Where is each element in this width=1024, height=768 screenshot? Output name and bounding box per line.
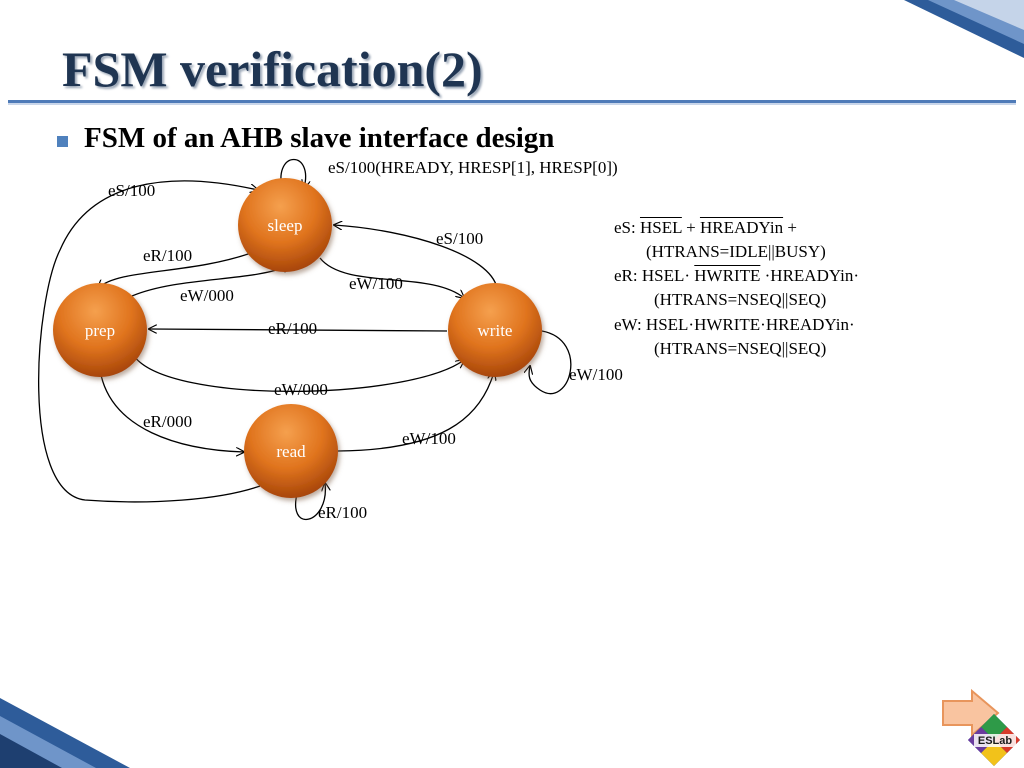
corner-decoration-bottom-left (0, 698, 130, 768)
state-sleep (238, 178, 332, 272)
state-write (448, 283, 542, 377)
label-read-self: eR/100 (318, 503, 367, 522)
condition-es-line2: (HTRANS=IDLE||BUSY) (646, 242, 826, 261)
label-sleep-to-write: eW/100 (349, 274, 403, 293)
label-sleep-self: eS/100(HREADY, HRESP[1], HRESP[0]) (328, 158, 618, 177)
label-read-to-sleep: eS/100 (108, 181, 155, 200)
condition-es-hready: HREADYin (699, 218, 784, 237)
label-prep-to-read: eR/000 (143, 412, 192, 431)
edge-prep-to-write (133, 355, 464, 393)
condition-er-line1: eR: HSEL· HWRITE ·HREADYin· (614, 266, 859, 286)
edge-read-self (295, 483, 326, 520)
state-prep (53, 283, 147, 377)
eslab-logo: ESLab (968, 714, 1020, 766)
state-read-label: read (276, 442, 306, 461)
label-sleep-to-prep: eR/100 (143, 246, 192, 265)
condition-es-line1: eS: HSEL + HREADYin + (614, 218, 797, 238)
condition-ew-line2: (HTRANS=NSEQ||SEQ) (654, 339, 827, 358)
edge-read-to-sleep (38, 180, 261, 503)
condition-es-plus: + (681, 218, 700, 237)
edge-sleep-to-prep (98, 251, 255, 288)
condition-er-hwrite: HWRITE (694, 266, 761, 285)
label-read-to-write: eW/100 (402, 429, 456, 448)
condition-es-plus-trailing: + (783, 218, 797, 237)
state-prep-label: prep (85, 321, 115, 340)
edge-write-to-prep (149, 329, 448, 331)
label-prep-to-write: eW/000 (274, 380, 328, 399)
condition-es-hsel: HSEL (639, 218, 682, 237)
bullet-text: FSM of an AHB slave interface design (84, 122, 555, 154)
label-prep-to-sleep: eW/000 (180, 286, 234, 305)
condition-er-line2: (HTRANS=NSEQ||SEQ) (654, 290, 827, 309)
condition-er-rest: ·HREADYin· (760, 266, 860, 285)
edge-sleep-to-write (319, 257, 464, 298)
label-write-self: eW/100 (569, 365, 623, 384)
edge-sleep-self (280, 159, 306, 189)
slide-title: FSM verification(2) (62, 41, 483, 97)
title-underline (8, 100, 1016, 103)
bullet-square-icon (57, 136, 68, 147)
condition-ew-line1: eW: HSEL·HWRITE·HREADYin· (614, 315, 855, 334)
label-write-to-prep: eR/100 (268, 319, 317, 338)
eslab-logo-text: ESLab (978, 735, 1013, 747)
state-write-label: write (478, 321, 513, 340)
state-sleep-label: sleep (268, 216, 303, 235)
state-read (244, 404, 338, 498)
corner-decoration-top-right (904, 0, 1024, 58)
condition-es-prefix: eS: (614, 218, 640, 237)
edge-write-to-sleep (334, 225, 498, 289)
edge-prep-to-read (99, 369, 244, 452)
condition-er-prefix: eR: HSEL· (614, 266, 695, 285)
edge-write-self (529, 330, 572, 395)
label-write-to-sleep: eS/100 (436, 229, 483, 248)
edge-read-to-write (337, 372, 494, 452)
